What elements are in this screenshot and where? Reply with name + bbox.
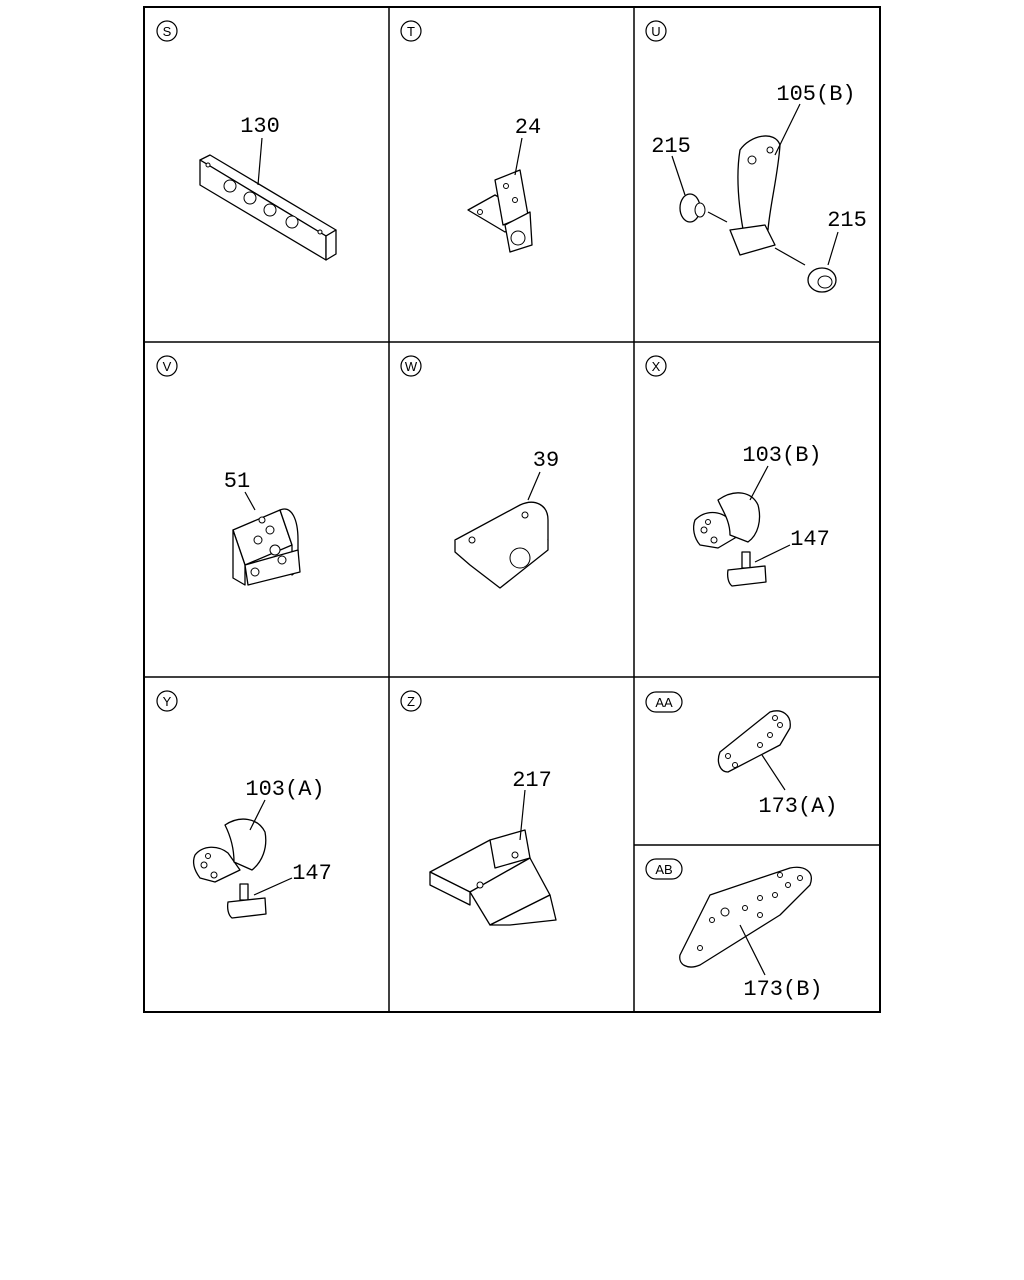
reinforcement-plate-icon bbox=[717, 710, 791, 773]
panel-badge: AB bbox=[645, 858, 683, 880]
leader-line bbox=[671, 155, 686, 196]
bracket-icon bbox=[467, 169, 533, 253]
panel-z: Z 217 bbox=[400, 690, 557, 926]
panel-badge: AA bbox=[645, 691, 683, 713]
panel-t: T 24 bbox=[400, 20, 541, 253]
leader-line bbox=[761, 754, 786, 791]
leader-line bbox=[774, 103, 801, 156]
panel-badge: W bbox=[400, 355, 422, 377]
part-label: 130 bbox=[240, 114, 280, 139]
part-label: 173(A) bbox=[758, 794, 837, 819]
badge-text: Y bbox=[163, 694, 172, 709]
part-label: 103(A) bbox=[245, 777, 324, 802]
leader-line bbox=[749, 465, 769, 501]
panel-u: U 105(B) 215 215 bbox=[645, 20, 867, 293]
part-label: 147 bbox=[790, 527, 830, 552]
panel-badge: V bbox=[156, 355, 178, 377]
mount-bracket-icon bbox=[232, 508, 301, 586]
rubber-mount-icon bbox=[726, 551, 767, 587]
leader-line bbox=[754, 544, 791, 563]
part-label: 215 bbox=[651, 134, 691, 159]
badge-text: X bbox=[652, 359, 661, 374]
panel-v: V 51 bbox=[156, 355, 301, 586]
spring-hanger-icon bbox=[729, 135, 781, 256]
leader-line bbox=[514, 137, 523, 176]
part-label: 39 bbox=[533, 448, 559, 473]
crossmember-rail-icon bbox=[199, 154, 337, 261]
bushing-icon bbox=[774, 247, 837, 293]
badge-text: U bbox=[651, 24, 660, 39]
part-label: 103(B) bbox=[742, 443, 821, 468]
panel-y: Y 103(A) 147 bbox=[156, 690, 332, 919]
panel-aa: AA 173(A) bbox=[645, 691, 838, 819]
panel-x: X 103(B) 147 bbox=[645, 355, 830, 587]
leader-line bbox=[519, 789, 526, 841]
leader-line bbox=[257, 137, 263, 186]
leader-line bbox=[527, 471, 541, 501]
badge-text: AB bbox=[655, 862, 672, 877]
reinforcement-plate-icon bbox=[429, 829, 557, 926]
badge-text: W bbox=[405, 359, 418, 374]
panel-badge: Y bbox=[156, 690, 178, 712]
leader-line bbox=[827, 231, 839, 266]
panel-badge: S bbox=[156, 20, 178, 42]
support-bracket-icon bbox=[454, 501, 549, 589]
mount-bracket-icon bbox=[693, 492, 761, 549]
part-label: 215 bbox=[827, 208, 867, 233]
panel-s: S 130 bbox=[156, 20, 337, 261]
diagram-frame bbox=[143, 6, 881, 1013]
bushing-icon bbox=[679, 193, 728, 223]
part-label: 51 bbox=[224, 469, 250, 494]
rubber-mount-icon bbox=[226, 883, 267, 919]
part-label: 24 bbox=[515, 115, 541, 140]
badge-text: AA bbox=[655, 695, 673, 710]
leader-line bbox=[253, 877, 293, 896]
panel-badge: T bbox=[400, 20, 422, 42]
part-label: 173(B) bbox=[743, 977, 822, 1002]
badge-text: V bbox=[163, 359, 172, 374]
mount-bracket-icon bbox=[193, 818, 267, 883]
panel-w: W 39 bbox=[400, 355, 559, 589]
part-label: 105(B) bbox=[776, 82, 855, 107]
panel-badge: Z bbox=[400, 690, 422, 712]
panel-badge: U bbox=[645, 20, 667, 42]
panel-ab: AB 173(B) bbox=[645, 858, 823, 1002]
leader-line bbox=[244, 491, 256, 511]
badge-text: Z bbox=[407, 694, 415, 709]
leader-line bbox=[249, 799, 266, 831]
reinforcement-plate-icon bbox=[679, 866, 812, 968]
part-label: 147 bbox=[292, 861, 332, 886]
badge-text: S bbox=[163, 24, 172, 39]
part-label: 217 bbox=[512, 768, 552, 793]
leader-line bbox=[739, 924, 766, 976]
badge-text: T bbox=[407, 24, 415, 39]
panel-badge: X bbox=[645, 355, 667, 377]
